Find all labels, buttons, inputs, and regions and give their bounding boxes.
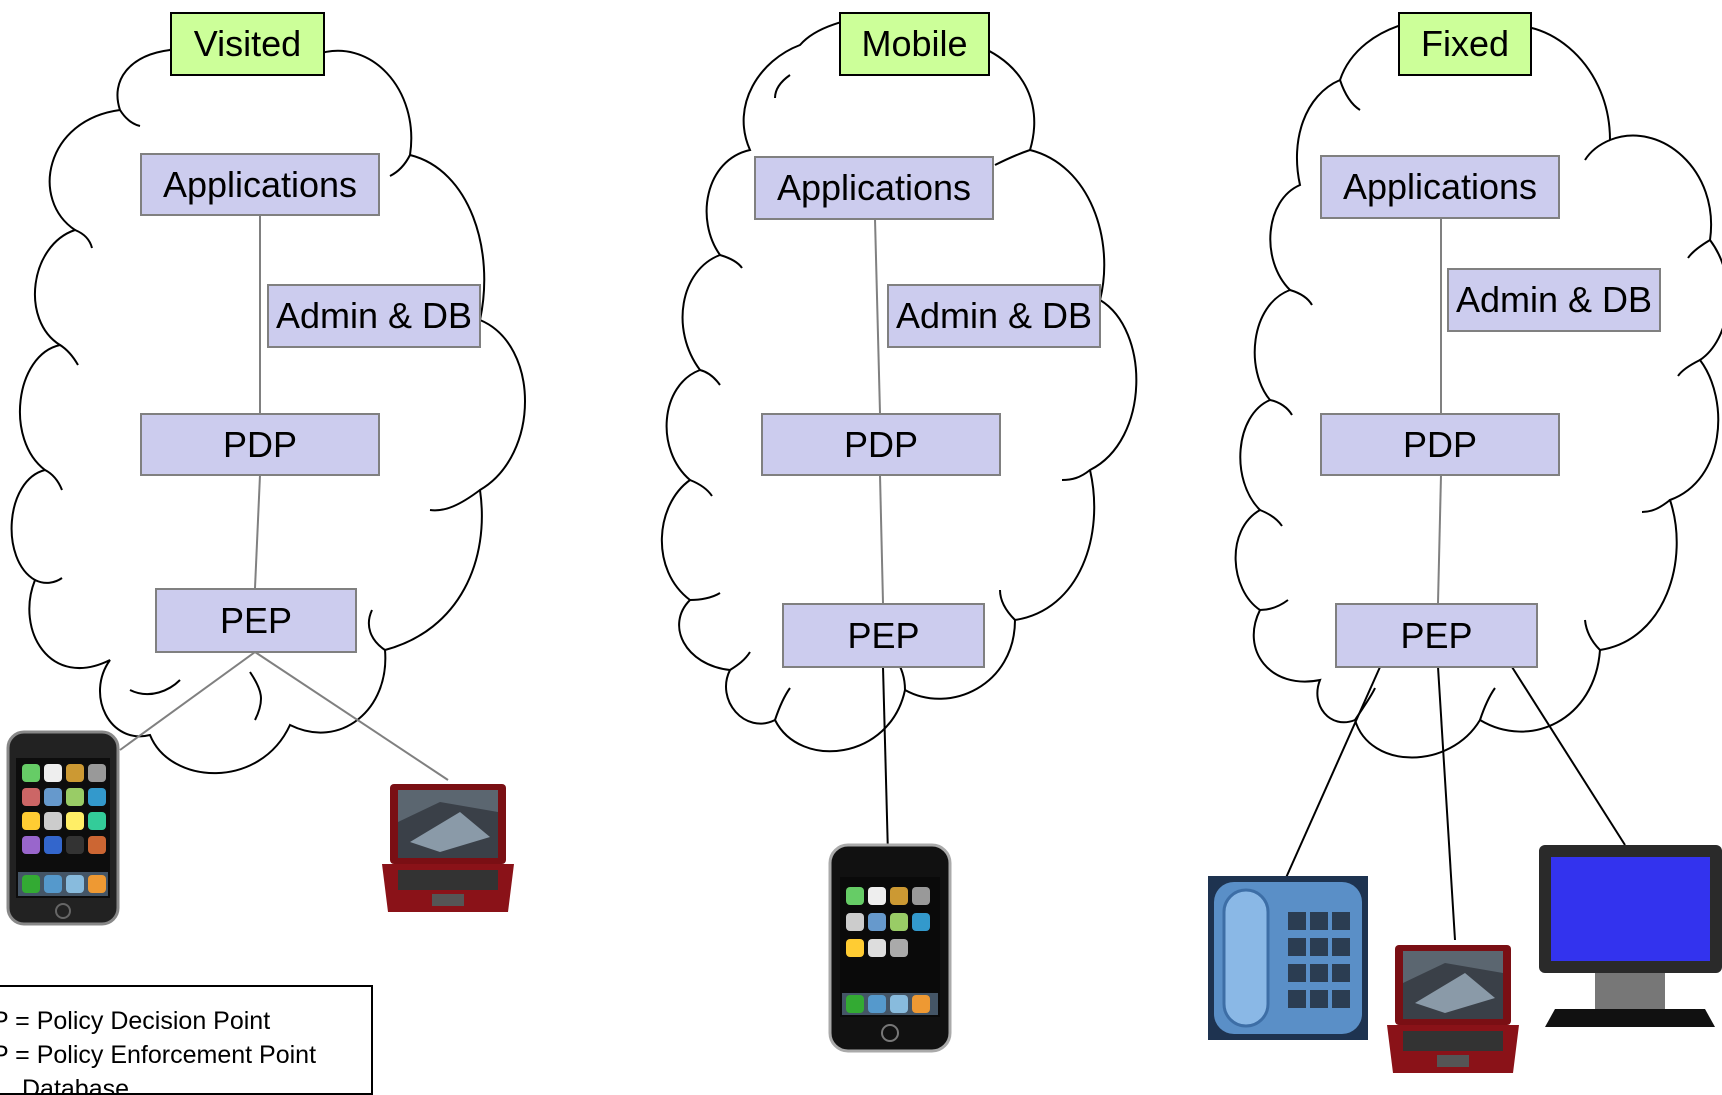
cloud-fixed: [1234, 17, 1722, 759]
network-label-visited: Visited: [170, 12, 325, 76]
connector-fixed-pdp-pep: [1437, 474, 1442, 604]
network-label-mobile: Mobile: [839, 12, 990, 76]
connector-visited-pdp-pep: [254, 474, 261, 589]
pep-box-fixed: PEP: [1335, 603, 1538, 668]
admin-db-box-visited: Admin & DB: [267, 284, 481, 348]
smartphone-icon: [6, 730, 120, 926]
connector-visited-pep-phone: [119, 651, 256, 751]
applications-box-mobile: Applications: [754, 156, 994, 220]
admin-db-box-mobile: Admin & DB: [887, 284, 1101, 348]
laptop-icon: [382, 784, 514, 912]
link-mobile-pep-phone: [882, 666, 889, 856]
admin-db-box-fixed: Admin & DB: [1447, 268, 1661, 332]
pep-box-mobile: PEP: [782, 603, 985, 668]
monitor-icon: [1539, 845, 1722, 1027]
legend-pep: P = Policy Enforcement Point: [0, 1041, 317, 1069]
legend-db: Database: [22, 1075, 130, 1095]
link-fixed-pep-laptop: [1437, 666, 1456, 941]
smartphone-icon: [828, 843, 952, 1053]
applications-box-visited: Applications: [140, 153, 380, 216]
connector-mobile-pdp-pep: [879, 474, 884, 604]
pdp-box-mobile: PDP: [761, 413, 1001, 476]
pep-box-visited: PEP: [155, 588, 357, 653]
connector-visited-pep-laptop: [254, 651, 449, 781]
link-fixed-pep-deskphone: [1284, 666, 1381, 881]
pdp-box-visited: PDP: [140, 413, 380, 476]
laptop-icon: [1387, 945, 1519, 1073]
legend-pdp: P = Policy Decision Point: [0, 1007, 271, 1035]
cloud-mobile: [660, 15, 1138, 753]
pdp-box-fixed: PDP: [1320, 413, 1560, 476]
cloud-visited: [10, 17, 526, 775]
applications-box-fixed: Applications: [1320, 155, 1560, 219]
link-fixed-pep-monitor: [1511, 666, 1626, 846]
connector-mobile-app-pdp: [874, 218, 881, 414]
desk-phone-icon: [1208, 876, 1368, 1040]
network-label-fixed: Fixed: [1398, 12, 1532, 76]
legend-box: P = Policy Decision Point P = Policy Enf…: [0, 985, 373, 1095]
